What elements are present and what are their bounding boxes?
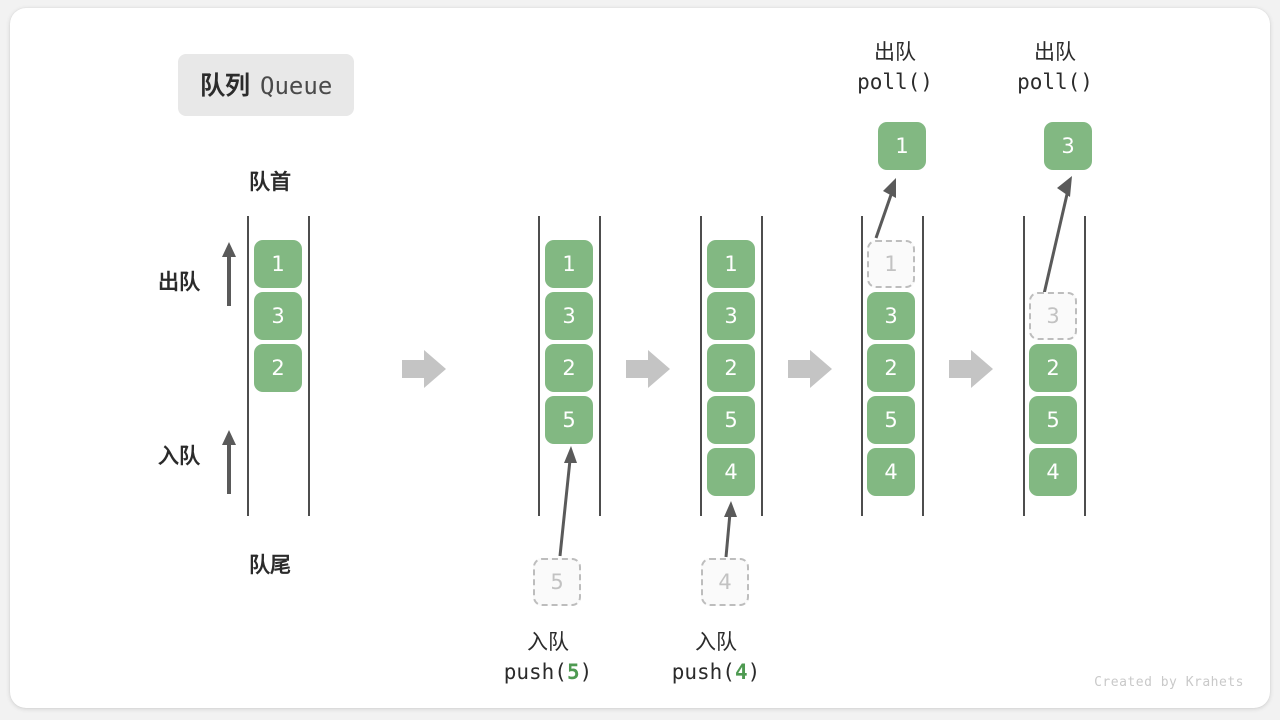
caption-line-1: 出队: [874, 41, 916, 64]
caption-poll-3: 出队 poll(): [975, 38, 1135, 98]
caption-call-suffix: ): [920, 69, 933, 94]
queue-cell: 2: [707, 344, 755, 392]
queue-head-label: 队首: [249, 171, 291, 194]
stage-2-rail-left: [538, 216, 540, 516]
queue-cell: 5: [867, 396, 915, 444]
enqueue-side-label: 入队: [158, 445, 200, 468]
stage-2-rail-right: [599, 216, 601, 516]
queue-cell-ghost: 1: [867, 240, 915, 288]
queue-cell: 3: [707, 292, 755, 340]
queue-cell-empty: [1029, 240, 1077, 288]
stage-2-cells: 1 3 2 5: [545, 240, 593, 444]
title-cn: 队列: [200, 72, 251, 100]
queue-cell: 3: [254, 292, 302, 340]
stage-5-rail-left: [1023, 216, 1025, 516]
stage-1-cells: 1 3 2: [254, 240, 302, 392]
queue-cell: 5: [545, 396, 593, 444]
step-arrow: [949, 350, 993, 388]
caption-line-2: push(4): [616, 658, 816, 688]
queue-cell: 1: [254, 240, 302, 288]
caption-line-1: 入队: [527, 631, 569, 654]
dequeue-direction-arrow: [222, 242, 236, 306]
caption-push-5: 入队 push(5): [448, 628, 648, 688]
title-en: Queue: [260, 72, 333, 100]
dequeue-motion-arrow-1: [874, 178, 896, 239]
queue-cell: 2: [254, 344, 302, 392]
caption-call-prefix: poll(: [1017, 69, 1081, 94]
diagram-card: 队列 Queue 队首 队尾 出队 入队 1 3 2 1 3 2 5 5: [10, 8, 1270, 708]
stage-4-cells: 1 3 2 5 4: [867, 240, 915, 496]
caption-line-2: poll(): [815, 68, 975, 98]
incoming-element-4: 4: [701, 558, 749, 606]
caption-call-value: 4: [734, 659, 748, 684]
stage-4-rail-right: [922, 216, 924, 516]
queue-cell: 4: [867, 448, 915, 496]
outgoing-element-1: 1: [878, 122, 926, 170]
caption-line-1: 入队: [695, 631, 737, 654]
stage-3-cells: 1 3 2 5 4: [707, 240, 755, 496]
queue-cell: 1: [545, 240, 593, 288]
incoming-element-5: 5: [533, 558, 581, 606]
enqueue-motion-arrow-4: [724, 501, 737, 558]
queue-cell: 2: [545, 344, 593, 392]
queue-tail-label: 队尾: [249, 554, 291, 577]
queue-cell: 2: [867, 344, 915, 392]
queue-cell: 3: [545, 292, 593, 340]
queue-cell: 4: [1029, 448, 1077, 496]
queue-cell: 5: [1029, 396, 1077, 444]
outgoing-element-3: 3: [1044, 122, 1092, 170]
caption-call-suffix: ): [1080, 69, 1093, 94]
caption-poll-1: 出队 poll(): [815, 38, 975, 98]
caption-line-2: push(5): [448, 658, 648, 688]
stage-1-rail-right: [308, 216, 310, 516]
queue-cell: 1: [707, 240, 755, 288]
stage-4-rail-left: [861, 216, 863, 516]
queue-cell: 4: [707, 448, 755, 496]
queue-cell: 5: [707, 396, 755, 444]
caption-push-4: 入队 push(4): [616, 628, 816, 688]
stage-3-rail-left: [700, 216, 702, 516]
step-arrow: [626, 350, 670, 388]
queue-cell-ghost: 3: [1029, 292, 1077, 340]
enqueue-direction-arrow: [222, 430, 236, 494]
caption-call-suffix: ): [747, 659, 761, 684]
caption-call-prefix: push(: [671, 659, 735, 684]
step-arrow: [402, 350, 446, 388]
queue-cell: 3: [867, 292, 915, 340]
caption-call-prefix: poll(: [857, 69, 921, 94]
stage-5-cells: 3 2 5 4: [1029, 240, 1077, 496]
title-badge: 队列 Queue: [178, 54, 355, 116]
caption-line-2: poll(): [975, 68, 1135, 98]
enqueue-motion-arrow-5: [558, 446, 577, 557]
caption-call-value: 5: [566, 659, 580, 684]
caption-line-1: 出队: [1034, 41, 1076, 64]
stage-1-rail-left: [247, 216, 249, 516]
watermark: Created by Krahets: [1094, 675, 1244, 690]
stage-3-rail-right: [761, 216, 763, 516]
dequeue-side-label: 出队: [158, 271, 200, 294]
caption-call-prefix: push(: [503, 659, 567, 684]
dequeue-motion-arrow-3: [1042, 176, 1072, 295]
step-arrow: [788, 350, 832, 388]
stage-5-rail-right: [1084, 216, 1086, 516]
queue-cell: 2: [1029, 344, 1077, 392]
caption-call-suffix: ): [579, 659, 593, 684]
